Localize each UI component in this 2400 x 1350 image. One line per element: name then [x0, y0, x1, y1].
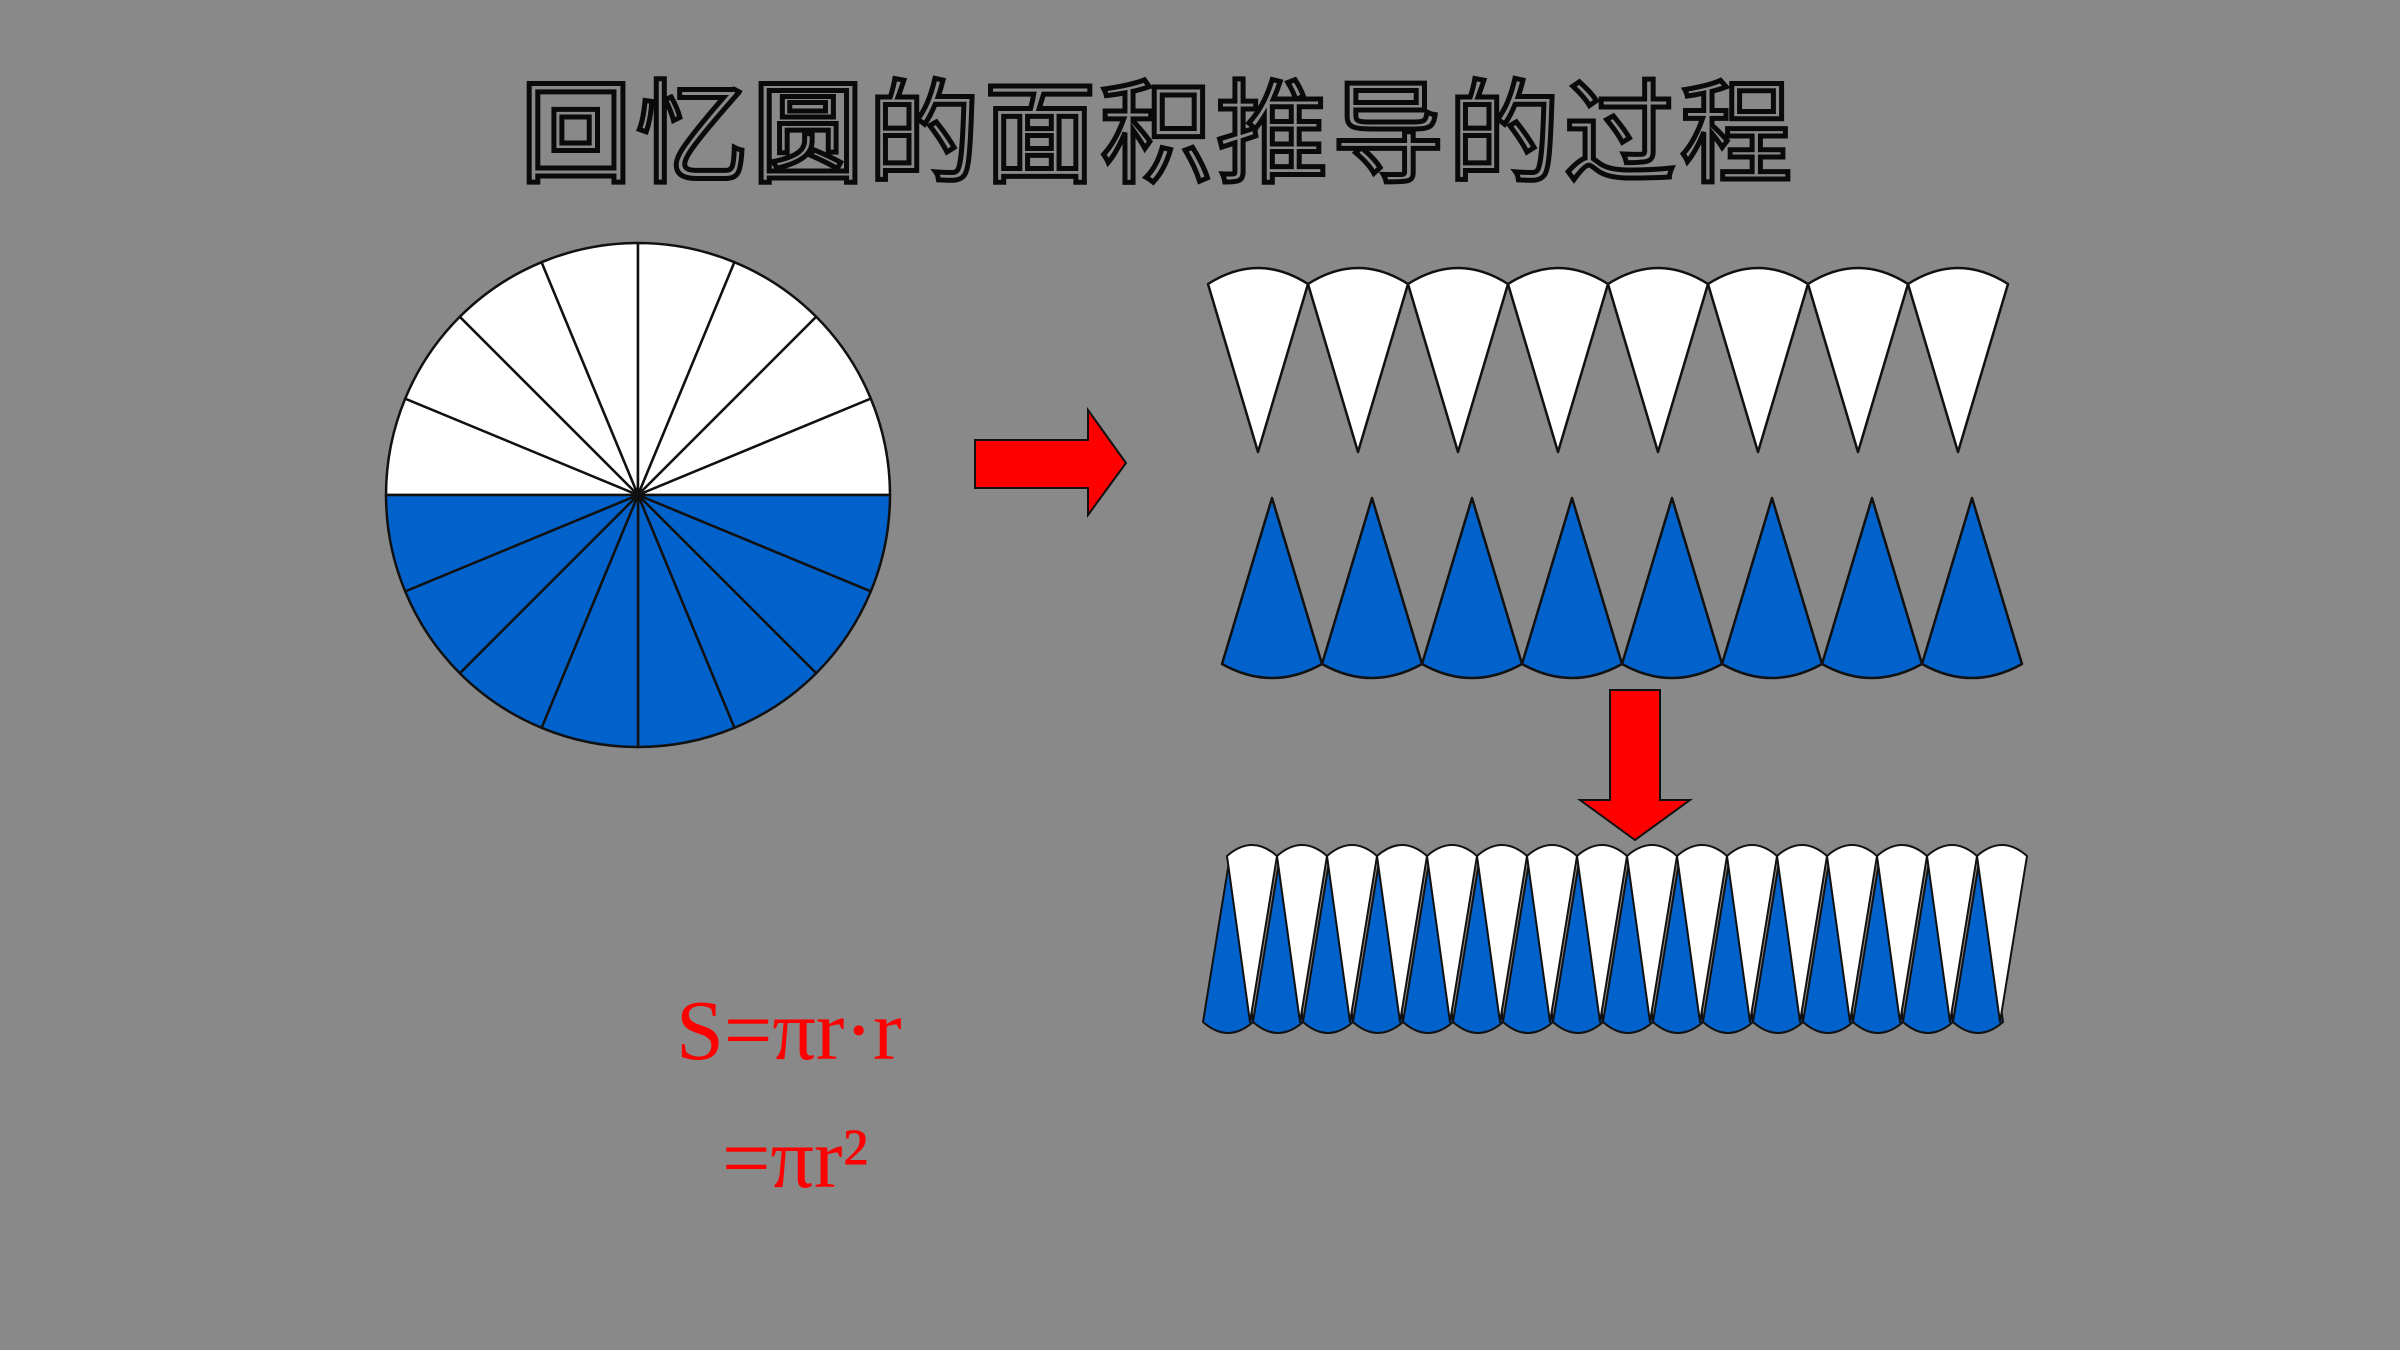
blue-sector — [1220, 496, 1324, 680]
right-arrow-icon — [974, 406, 1128, 519]
blue-sector — [1420, 496, 1524, 680]
white-sector — [1306, 266, 1410, 454]
slide-title: 回忆圆的面积推导的过程 — [518, 68, 1796, 203]
blue-sector — [1320, 496, 1424, 680]
white-sector — [1976, 844, 2028, 1023]
white-sector — [1706, 266, 1810, 454]
down-arrow-icon — [1576, 689, 1694, 842]
white-sector — [1606, 266, 1710, 454]
white-sector — [1506, 266, 1610, 454]
blue-sector — [1920, 496, 2024, 680]
rearranged-sectors-parallelogram — [1202, 844, 2028, 1034]
blue-sector — [384, 493, 640, 593]
white-sector — [1906, 266, 2010, 454]
blue-half-sectors-row — [1220, 496, 2024, 680]
blue-sector — [1620, 496, 1724, 680]
circle-divided-into-sectors — [384, 241, 892, 749]
blue-sector — [1820, 496, 1924, 680]
arrow-shape — [1576, 689, 1694, 842]
blue-sector — [1520, 496, 1624, 680]
arrow-shape — [974, 406, 1128, 519]
white-sector — [1206, 266, 1310, 454]
area-formula-line-1: S=πr·r — [676, 982, 902, 1078]
area-formula-line-2: =πr² — [722, 1110, 869, 1206]
blue-sector — [1952, 855, 2004, 1034]
white-sector — [1806, 266, 1910, 454]
white-sector — [1406, 266, 1510, 454]
blue-sector — [1720, 496, 1824, 680]
white-half-sectors-row — [1206, 266, 2010, 454]
